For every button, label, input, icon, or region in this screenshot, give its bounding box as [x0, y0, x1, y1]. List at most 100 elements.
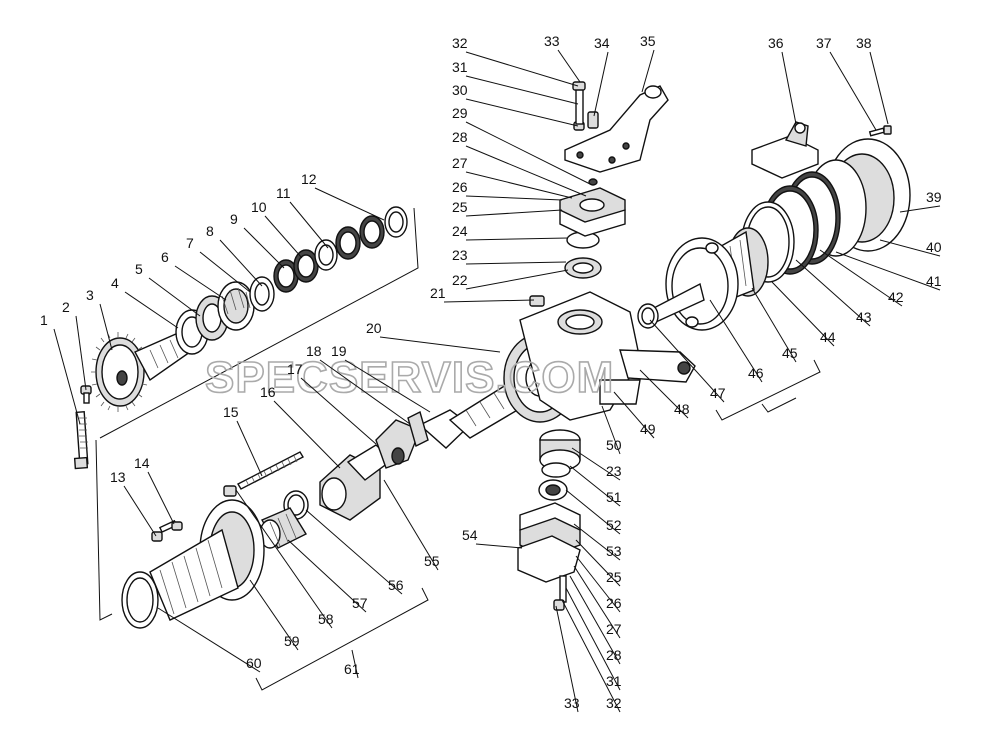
callout-56: 56 [305, 509, 404, 595]
callout-28: 28 [569, 575, 622, 665]
callout-number: 1 [40, 312, 48, 328]
callout-leader [219, 239, 263, 287]
callout-11: 11 [276, 185, 329, 249]
callout-number: 31 [452, 59, 468, 75]
callout-53: 53 [573, 523, 622, 561]
callout-2: 2 [62, 299, 87, 391]
watermark-text: SPECSERVIS.COM [205, 353, 614, 402]
callout-number: 58 [318, 611, 334, 627]
callout-60: 60 [157, 607, 262, 673]
callout-leader [383, 479, 439, 571]
callout-1: 1 [40, 312, 81, 425]
callout-number: 42 [888, 289, 904, 305]
callout-number: 43 [856, 309, 872, 325]
part-bracket-36 [751, 121, 819, 179]
callout-38: 38 [856, 35, 889, 125]
callout-number: 32 [606, 695, 622, 711]
callout-7: 7 [186, 235, 251, 293]
callout-number: 30 [452, 82, 468, 98]
callout-22: 22 [452, 269, 569, 290]
callout-leader [835, 251, 941, 291]
callout-26: 26 [575, 555, 622, 613]
callout-leader [148, 277, 201, 317]
bracket-46 [761, 397, 797, 413]
callout-number: 53 [606, 543, 622, 559]
callout-leader [771, 281, 835, 347]
callout-number: 29 [452, 105, 468, 121]
callout-28: 28 [452, 129, 587, 197]
callout-3: 3 [86, 287, 113, 351]
callout-27: 27 [573, 565, 622, 639]
part-yokes-16-19-55 [319, 409, 472, 521]
callout-leader [199, 251, 251, 293]
callout-32: 32 [452, 35, 579, 87]
part-lower-kingpin-stack [517, 429, 581, 611]
callout-number: 27 [452, 155, 468, 171]
callout-33: 33 [544, 33, 581, 83]
callout-leader [709, 299, 763, 383]
callout-47: 47 [649, 319, 726, 403]
callout-leader [465, 269, 569, 290]
callout-leader [565, 587, 621, 691]
callout-49: 49 [613, 391, 656, 439]
callout-number: 21 [430, 285, 446, 301]
callout-leader [555, 605, 579, 713]
callout-14: 14 [134, 455, 175, 525]
callout-number: 37 [816, 35, 832, 51]
part-upper-kingpin-stack [559, 178, 626, 279]
callout-number: 31 [606, 673, 622, 689]
callout-25: 25 [452, 199, 563, 217]
callout-number: 5 [135, 261, 143, 277]
callout-number: 23 [452, 247, 468, 263]
callout-leader [465, 121, 591, 185]
callout-number: 55 [424, 553, 440, 569]
callout-leader [601, 405, 621, 455]
callout-leader [465, 261, 567, 265]
callout-number: 56 [388, 577, 404, 593]
callout-leader [465, 51, 579, 87]
callout-number: 59 [284, 633, 300, 649]
callout-number: 28 [452, 129, 468, 145]
callout-leader [575, 539, 621, 587]
callout-48: 48 [639, 369, 690, 419]
part-hub-cover-39-44 [741, 138, 911, 283]
callout-number: 35 [640, 33, 656, 49]
callout-57: 57 [287, 539, 368, 613]
callout-15: 15 [223, 404, 263, 477]
part-plug-21 [529, 295, 545, 307]
callout-59: 59 [249, 579, 300, 651]
callout-number: 54 [462, 527, 478, 543]
callout-number: 26 [452, 179, 468, 195]
part-bolt-2 [80, 385, 92, 404]
callout-42: 42 [819, 249, 904, 307]
callout-leader [99, 303, 113, 351]
callout-40: 40 [879, 239, 942, 257]
callout-leader [300, 377, 377, 445]
callout-number: 15 [223, 404, 239, 420]
part-bolt-1 [73, 411, 89, 470]
part-flanged-shaft-45-46 [649, 227, 769, 331]
callout-16: 16 [260, 384, 341, 469]
callout-leader [344, 359, 431, 413]
callout-31: 31 [565, 587, 622, 691]
callout-number: 41 [926, 273, 942, 289]
callout-leader [243, 227, 285, 269]
callout-leader [236, 420, 263, 477]
callout-number: 19 [331, 343, 347, 359]
callout-number: 38 [856, 35, 872, 51]
bracket-upper-left [99, 207, 419, 439]
callout-leader [289, 201, 329, 249]
bracket-lower-left [95, 439, 113, 621]
callout-number: 18 [306, 343, 322, 359]
callout-25: 25 [575, 539, 622, 587]
callout-number: 6 [161, 249, 169, 265]
callout-leader [264, 215, 303, 259]
callout-leader [235, 489, 333, 629]
callout-number: 4 [111, 275, 119, 291]
callout-44: 44 [771, 281, 836, 347]
callout-50: 50 [601, 405, 622, 455]
callout-leader [465, 237, 569, 241]
callout-58: 58 [235, 489, 334, 629]
callout-leader [465, 171, 573, 199]
callout-45: 45 [751, 287, 798, 363]
